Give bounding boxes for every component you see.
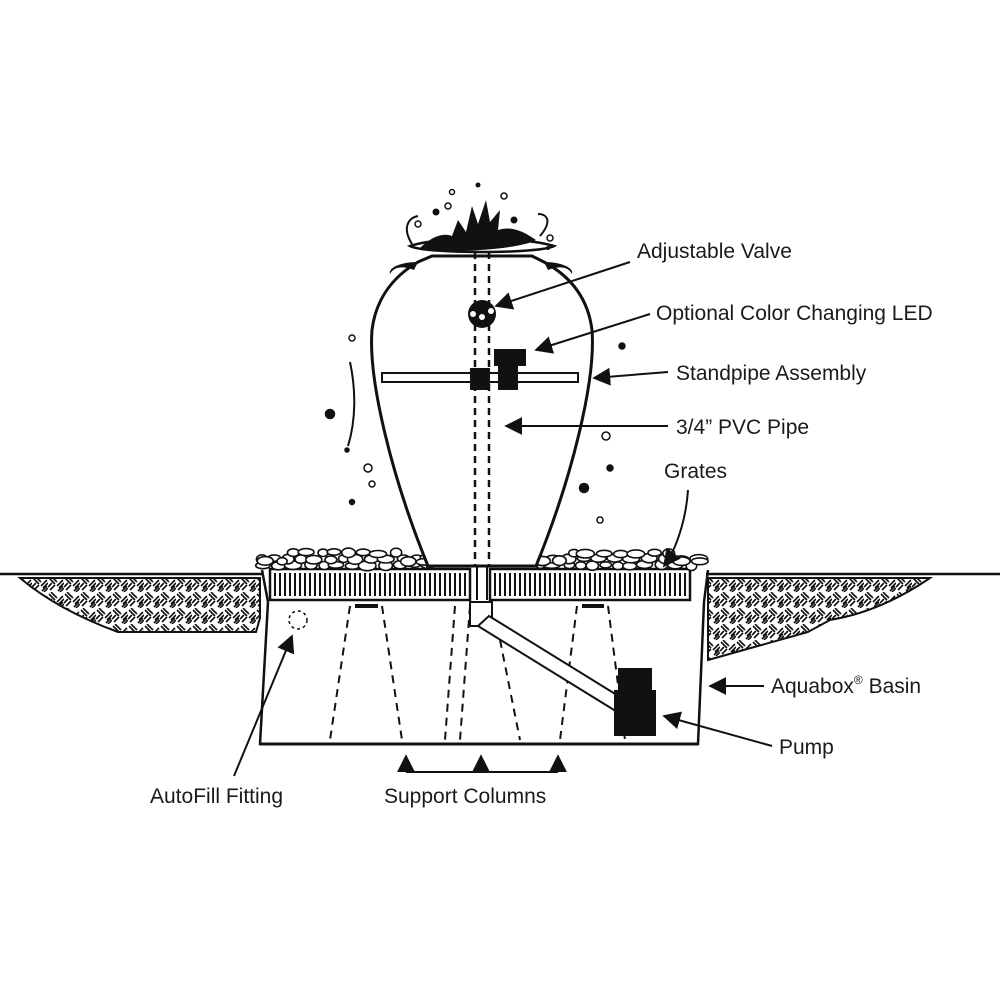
callout-arrows — [233, 261, 773, 777]
soil — [0, 572, 1000, 662]
label-standpipe: Standpipe Assembly — [676, 362, 867, 385]
rocks — [254, 547, 709, 572]
autofill-fitting — [288, 610, 308, 630]
label-basin-suffix: Basin — [863, 675, 921, 698]
label-pump: Pump — [779, 736, 834, 759]
label-pvc-pipe: 3/4” PVC Pipe — [676, 416, 809, 439]
label-basin-name: Aquabox — [771, 675, 854, 698]
urn — [370, 237, 594, 568]
label-support-columns: Support Columns — [384, 785, 546, 808]
label-grates: Grates — [664, 460, 727, 483]
grates — [268, 567, 692, 602]
label-led: Optional Color Changing LED — [656, 302, 933, 325]
label-adjustable-valve: Adjustable Valve — [637, 240, 792, 263]
water-splash — [405, 182, 554, 251]
adjustable-valve — [468, 300, 496, 328]
standpipe-coupling — [470, 368, 490, 390]
label-autofill: AutoFill Fitting — [150, 785, 283, 808]
label-basin: Aquabox® Basin — [771, 673, 921, 698]
label-basin-mark: ® — [854, 673, 863, 687]
aquabox-basin — [258, 569, 710, 746]
droplets — [324, 334, 626, 524]
led-fixture — [494, 349, 526, 390]
pump-assembly — [469, 601, 656, 736]
